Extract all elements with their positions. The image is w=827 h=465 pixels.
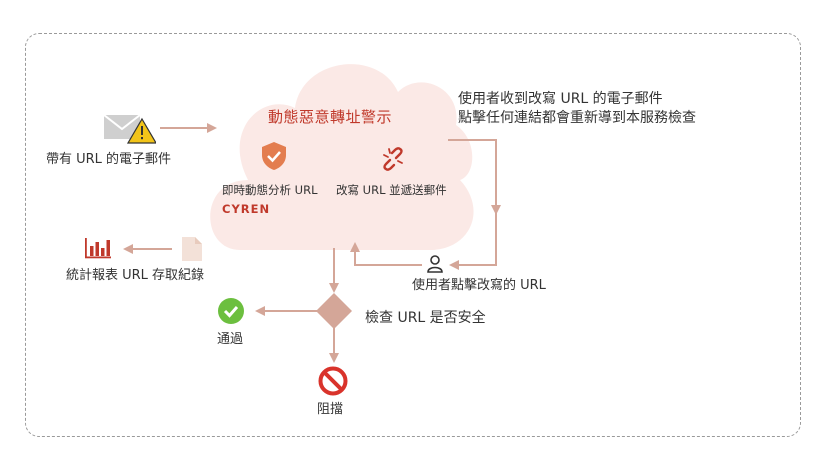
cloud-shape (210, 64, 474, 250)
arrow-user-down (449, 212, 497, 270)
check-circle-icon (218, 298, 244, 324)
cyren-brand-label: CYREN (222, 202, 271, 216)
no-entry-icon (318, 366, 348, 396)
user-receive-line1: 使用者收到改寫 URL 的電子郵件 (458, 91, 663, 107)
arrow-user-to-cloud (350, 242, 422, 266)
flow-arrows (123, 123, 501, 363)
decision-diamond (316, 293, 352, 329)
broken-link-icon (383, 147, 403, 171)
cloud-title: 動態惡意轉址警示 (268, 108, 393, 126)
feature-analysis-label: 即時動態分析 URL (222, 183, 318, 197)
document-icon (182, 237, 202, 261)
feature-rewrite-label: 改寫 URL 並遞送郵件 (336, 183, 447, 197)
shield-check-icon (262, 142, 286, 170)
reports-log-label: 統計報表 URL 存取紀錄 (66, 268, 205, 283)
diagram-frame (25, 33, 801, 437)
arrow-cloud-to-user (448, 139, 501, 215)
user-receive-line2: 點擊任何連結都會重新導到本服務檢查 (458, 110, 696, 126)
envelope-warning-icon (104, 114, 156, 144)
user-click-label: 使用者點擊改寫的 URL (412, 278, 546, 293)
pass-label: 通過 (217, 332, 244, 347)
user-icon (427, 255, 443, 273)
email-with-url-label: 帶有 URL 的電子郵件 (46, 152, 172, 167)
bar-chart-icon (85, 238, 111, 259)
block-label: 阻擋 (317, 402, 344, 417)
check-url-label: 檢查 URL 是否安全 (365, 310, 486, 326)
